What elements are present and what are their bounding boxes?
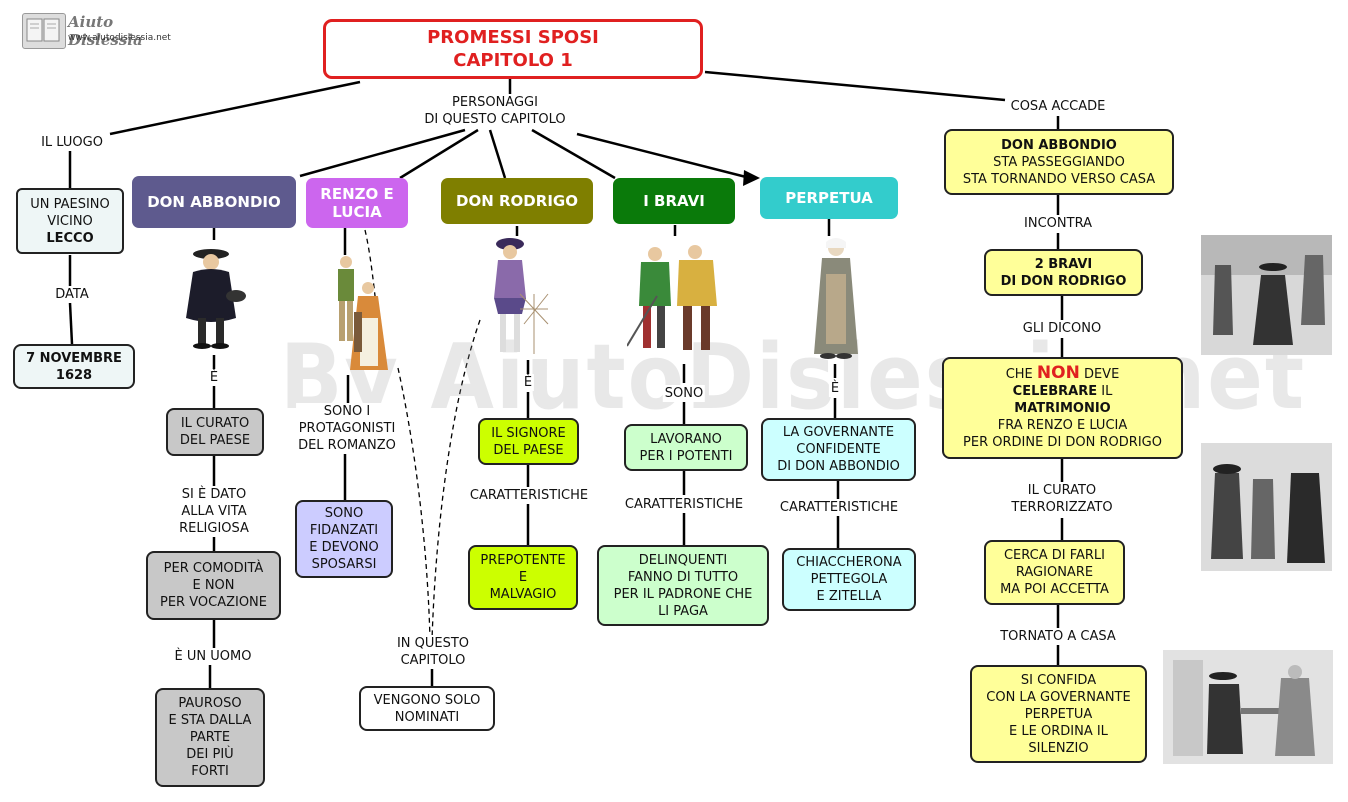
label-sono-protagonisti: SONO I PROTAGONISTI DEL ROMANZO (296, 403, 398, 454)
renzo-lucia-illustration (328, 252, 396, 376)
label-personaggi: PERSONAGGI DI QUESTO CAPITOLO (422, 94, 568, 128)
event-3-matrimonio: MATRIMONIO (1014, 401, 1111, 416)
header-renzo-lucia: RENZO E LUCIA (306, 178, 408, 228)
label-e-abbondio: È (207, 369, 221, 386)
don-abbondio-illustration (168, 240, 254, 355)
box-event-3: CHE NON DEVE CELEBRARE IL MATRIMONIO FRA… (942, 357, 1183, 459)
box-delinquenti: DELINQUENTI FANNO DI TUTTO PER IL PADRON… (597, 545, 769, 626)
event-3-il: IL (1097, 384, 1113, 399)
label-tornato-a-casa: TORNATO A CASA (998, 628, 1118, 645)
label-cosa-accade: COSA ACCADE (1008, 98, 1108, 115)
event-1-subject: DON ABBONDIO (1001, 137, 1117, 153)
label-e-rodrigo: È (521, 374, 535, 391)
logo-url: www.aiutodislessia.net (68, 33, 171, 43)
box-fidanzati: SONO FIDANZATI E DEVONO SPOSARSI (295, 500, 393, 578)
event-3-che: CHE (1005, 367, 1037, 382)
box-curato: IL CURATO DEL PAESE (166, 408, 264, 456)
site-logo[interactable]: Aiuto Dislessia www.aiutodislessia.net (22, 13, 182, 49)
perpetua-illustration (800, 234, 872, 364)
scene-photo-3 (1163, 650, 1333, 764)
event-3-celebrare: CELEBRARE (1012, 384, 1098, 399)
logo-name: Aiuto Dislessia (68, 13, 143, 49)
box-signore: IL SIGNORE DEL PAESE (478, 418, 579, 465)
event-3-non: NON (1036, 363, 1080, 383)
box-event-1: DON ABBONDIO STA PASSEGGIANDO STA TORNAN… (944, 129, 1174, 195)
label-gli-dicono: GLI DICONO (1020, 320, 1104, 337)
box-event-4: CERCA DI FARLI RAGIONARE MA POI ACCETTA (984, 540, 1125, 605)
box-chiacchierona: CHIACCHERONA PETTEGOLA E ZITELLA (782, 548, 916, 611)
label-caratteristiche-bravi: CARATTERISTICHE (622, 496, 746, 513)
header-don-rodrigo: DON RODRIGO (441, 178, 593, 224)
label-caratteristiche-rodrigo: CARATTERISTICHE (467, 487, 591, 504)
don-rodrigo-illustration (480, 234, 550, 362)
label-in-questo-capitolo: IN QUESTO CAPITOLO (394, 635, 472, 669)
header-don-abbondio: DON ABBONDIO (132, 176, 296, 228)
label-data: DATA (53, 286, 91, 303)
title-line2: CAPITOLO 1 (453, 50, 573, 71)
scene-photo-2 (1201, 443, 1332, 571)
event-1-text: STA PASSEGGIANDO STA TORNANDO VERSO CASA (962, 154, 1156, 187)
scene-photo-1 (1201, 235, 1332, 355)
box-date: 7 NOVEMBRE 1628 (13, 344, 135, 389)
box-event-2: 2 BRAVI DI DON RODRIGO (984, 249, 1143, 296)
box-comodita: PER COMODITÀ E NON PER VOCAZIONE (146, 551, 281, 620)
book-logo-icon (22, 13, 66, 49)
header-i-bravi: I BRAVI (613, 178, 735, 224)
label-curato-terrorizzato: IL CURATO TERRORIZZATO (1009, 482, 1115, 516)
paesino-lecco: LECCO (46, 230, 94, 246)
box-paesino: UN PAESINO VICINO LECCO (16, 188, 124, 254)
box-nominati: VENGONO SOLO NOMINATI (359, 686, 495, 731)
event-3-rest: FRA RENZO E LUCIA PER ORDINE DI DON RODR… (963, 418, 1162, 450)
label-sono-bravi: SONO (662, 385, 706, 402)
label-e-un-uomo: È UN UOMO (172, 648, 254, 665)
event-3-deve: DEVE (1079, 367, 1120, 382)
label-il-luogo: IL LUOGO (39, 134, 105, 151)
box-event-5: SI CONFIDA CON LA GOVERNANTE PERPETUA E … (970, 665, 1147, 763)
header-perpetua: PERPETUA (760, 177, 898, 219)
label-si-e-dato: SI È DATO ALLA VITA RELIGIOSA (177, 486, 251, 537)
event-3-line1: CHE NON DEVE (1006, 365, 1120, 383)
label-e-perpetua: È (828, 380, 842, 397)
box-governante: LA GOVERNANTE CONFIDENTE DI DON ABBONDIO (761, 418, 916, 481)
label-caratteristiche-perpetua: CARATTERISTICHE (777, 499, 901, 516)
date-day: 7 NOVEMBRE (26, 350, 122, 366)
date-year: 1628 (55, 367, 93, 383)
label-incontra: INCONTRA (1022, 215, 1094, 232)
paesino-text: UN PAESINO VICINO (30, 196, 110, 229)
event-3-line2: CELEBRARE IL (1013, 383, 1113, 400)
title-box: PROMESSI SPOSI CAPITOLO 1 (323, 19, 703, 79)
title-line1: PROMESSI SPOSI (427, 27, 599, 48)
bravi-illustration (626, 236, 733, 364)
box-pauroso: PAUROSO E STA DALLA PARTE DEI PIÙ FORTI (155, 688, 265, 787)
box-lavorano: LAVORANO PER I POTENTI (624, 424, 748, 471)
box-prepotente: PREPOTENTE E MALVAGIO (468, 545, 578, 610)
